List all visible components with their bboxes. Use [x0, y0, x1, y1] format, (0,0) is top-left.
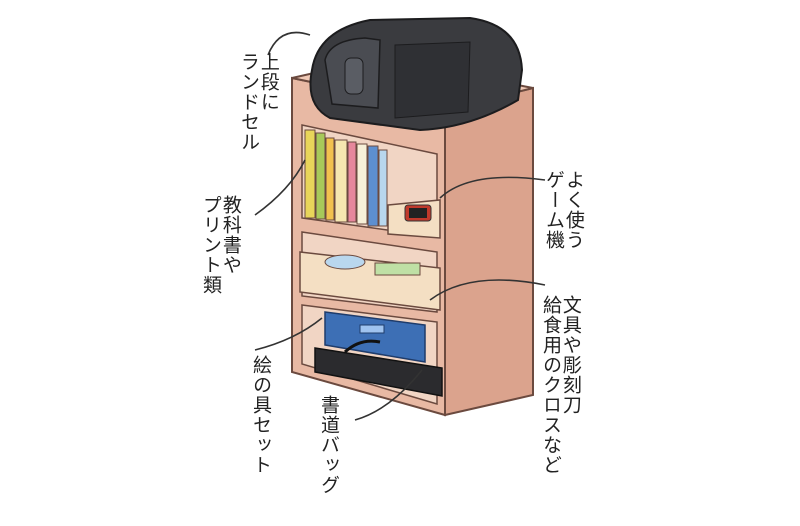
callout-arrows — [254, 31, 546, 421]
arrow-randoseru — [267, 31, 311, 56]
arrow-stationery — [429, 279, 546, 301]
game-console-icon — [387, 199, 441, 239]
label-randoseru: 上段に ランドセル — [237, 52, 280, 152]
randoseru-icon — [309, 16, 524, 132]
paint-set-icon — [324, 311, 426, 363]
label-game: よく使う ゲーム機 — [542, 170, 585, 250]
arrow-calligraphy — [354, 369, 423, 421]
books — [304, 129, 388, 227]
label-calligraphy: 書道バッグ — [317, 395, 340, 495]
arrow-textbooks — [254, 159, 306, 216]
arrow-game — [439, 176, 546, 199]
arrow-paints — [254, 317, 323, 351]
label-paints: 絵の具セット — [249, 355, 272, 475]
shelf-side-panel — [444, 86, 534, 417]
label-stationery: 文具や彫刻刀 給食用のクロスなど — [539, 295, 582, 475]
label-textbooks: 教科書や プリント類 — [199, 195, 242, 295]
drawer-box — [299, 251, 441, 311]
